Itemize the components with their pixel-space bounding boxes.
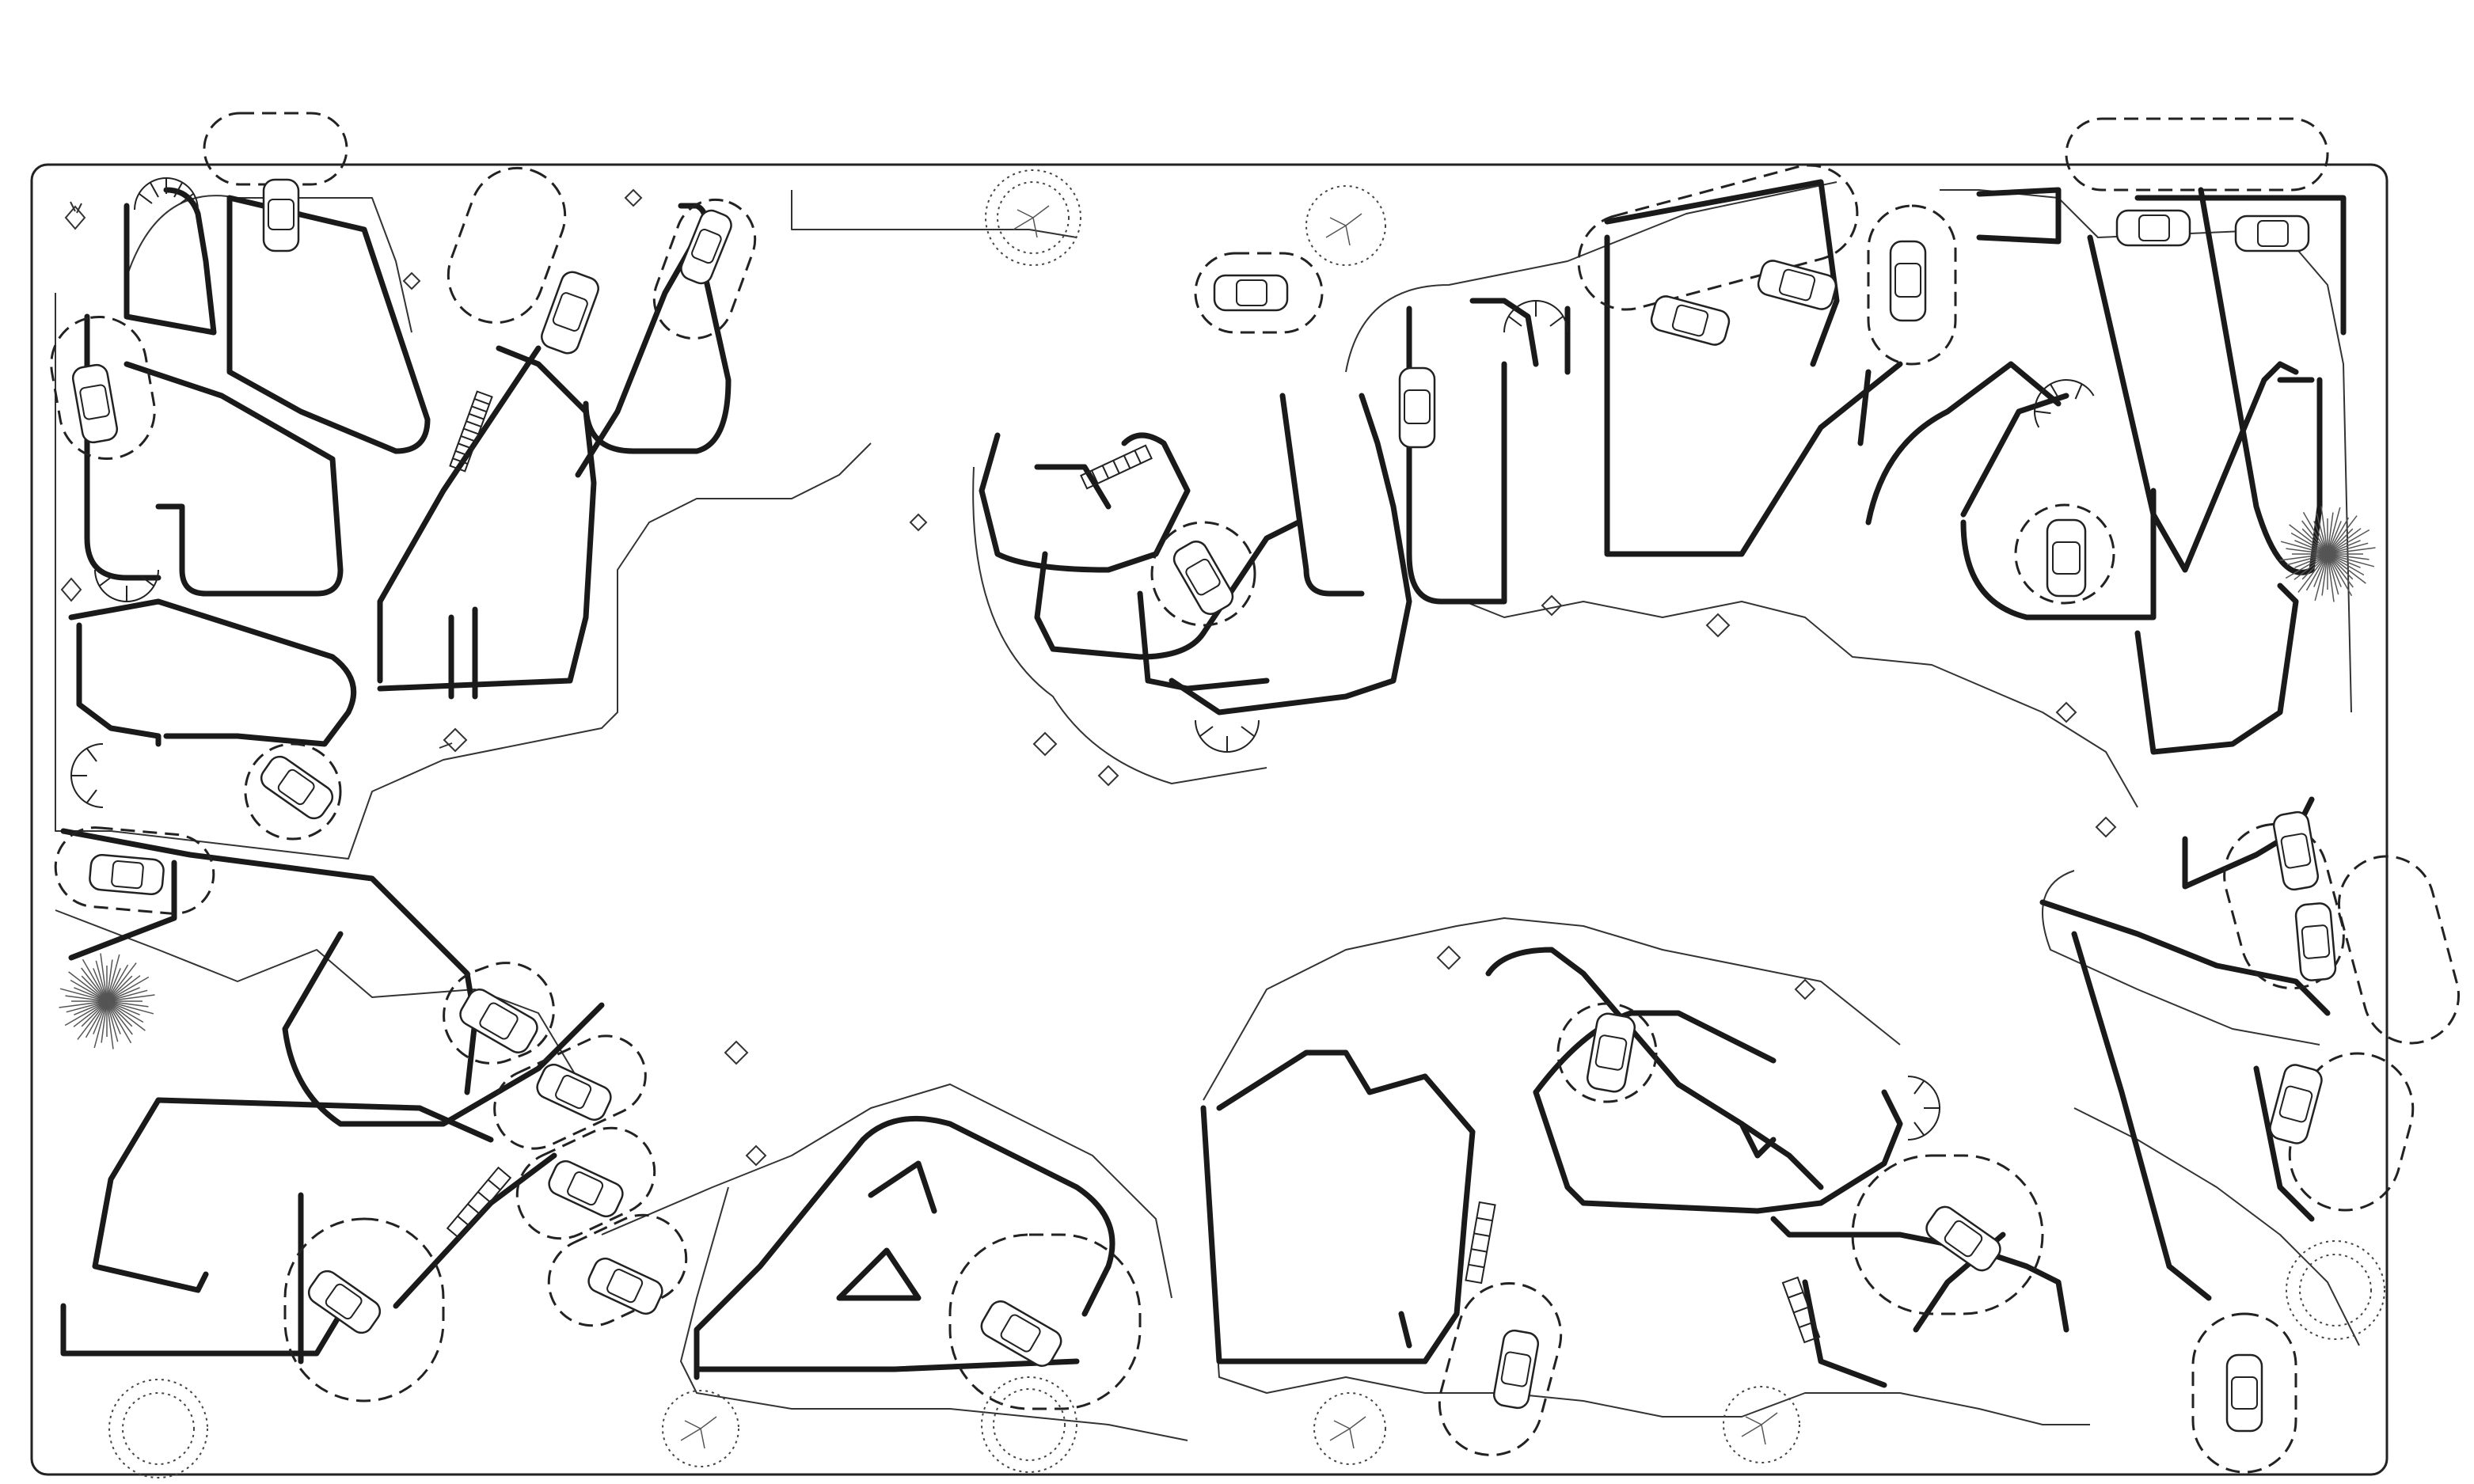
car-topview-icon bbox=[262, 178, 300, 252]
shrub-icon bbox=[2095, 816, 2117, 838]
car-topview-icon bbox=[2272, 810, 2320, 891]
car-topview-icon bbox=[71, 363, 119, 444]
shrub-icon bbox=[439, 727, 468, 753]
spiral-stair-icon bbox=[94, 569, 159, 602]
car-topview-icon bbox=[980, 1300, 1062, 1367]
shrub-icon bbox=[2055, 701, 2077, 723]
car-topview-icon bbox=[587, 1257, 663, 1315]
spiral-stair-icon bbox=[1195, 719, 1260, 753]
spiral-stair-icon bbox=[1503, 300, 1568, 333]
shrub-icon bbox=[402, 271, 421, 290]
car-topview-icon bbox=[541, 271, 599, 355]
palm-tree-icon bbox=[2279, 506, 2376, 602]
tree-canopy-icon bbox=[1313, 1392, 1386, 1465]
car-topview-icon bbox=[1492, 1329, 1540, 1410]
cars bbox=[71, 178, 2337, 1433]
straight-stair-icon bbox=[1781, 1276, 1821, 1344]
car-topview-icon bbox=[548, 1159, 624, 1218]
parking-pads bbox=[50, 112, 2461, 1474]
car-topview-icon bbox=[1172, 541, 1234, 615]
building-walls bbox=[60, 179, 2347, 1388]
shrub-icon bbox=[1541, 594, 1563, 617]
straight-stair-icon bbox=[446, 1166, 512, 1240]
straight-stair-icon bbox=[449, 390, 493, 473]
car-topview-icon bbox=[536, 1063, 612, 1122]
car-topview-icon bbox=[89, 853, 165, 896]
tree-canopy-icon bbox=[985, 169, 1081, 266]
car-topview-icon bbox=[1925, 1205, 2001, 1272]
shrub-icon bbox=[64, 201, 86, 230]
car-topview-icon bbox=[1757, 260, 1837, 310]
car-topview-icon bbox=[1586, 1012, 1636, 1093]
shrub-icon bbox=[1705, 613, 1731, 638]
car-topview-icon bbox=[459, 989, 538, 1053]
tree-canopy-icon bbox=[1723, 1386, 1800, 1463]
terrace-outlines bbox=[55, 181, 2360, 1441]
straight-stair-icon bbox=[1080, 444, 1153, 490]
car-topview-icon bbox=[2115, 209, 2191, 247]
tree-canopy-icon bbox=[108, 1379, 208, 1478]
car-topview-icon bbox=[260, 755, 334, 820]
car-topview-icon bbox=[2234, 214, 2310, 252]
tree-canopy-icon bbox=[2286, 1240, 2385, 1340]
shrub-icon bbox=[745, 1144, 767, 1167]
trees bbox=[108, 169, 2385, 1478]
spiral-stair-icon bbox=[70, 743, 104, 808]
palm-trees bbox=[59, 506, 2376, 1049]
car-topview-icon bbox=[1889, 240, 1927, 322]
car-topview-icon bbox=[2225, 1353, 2263, 1433]
car-topview-icon bbox=[2269, 1064, 2323, 1144]
shrub-icon bbox=[724, 1040, 749, 1065]
spiral-stair-icon bbox=[1907, 1076, 1940, 1141]
car-topview-icon bbox=[1213, 274, 1289, 312]
spiral-stair-icon bbox=[2034, 379, 2095, 428]
site-boundary bbox=[30, 163, 2388, 1476]
straight-stair-icon bbox=[1465, 1201, 1496, 1285]
shrub-icon bbox=[909, 513, 928, 532]
shrub-icon bbox=[624, 188, 643, 207]
shrub-icon bbox=[1436, 945, 1461, 970]
shrubs bbox=[60, 188, 2117, 1167]
shrub-icon bbox=[60, 577, 82, 602]
palm-tree-icon bbox=[59, 953, 155, 1049]
car-topview-icon bbox=[680, 209, 732, 285]
tree-canopy-icon bbox=[662, 1390, 739, 1467]
shrub-icon bbox=[1794, 978, 1816, 1000]
tree-canopy-icon bbox=[1305, 185, 1386, 266]
car-topview-icon bbox=[1650, 295, 1731, 346]
shrub-icon bbox=[1032, 731, 1058, 757]
tree-canopy-icon bbox=[981, 1376, 1077, 1473]
car-topview-icon bbox=[307, 1270, 382, 1334]
car-topview-icon bbox=[2046, 518, 2087, 598]
spiral-stair-icon bbox=[134, 177, 199, 211]
stairs bbox=[70, 177, 2095, 1344]
car-topview-icon bbox=[1398, 366, 1436, 449]
car-topview-icon bbox=[2294, 902, 2337, 981]
shrub-icon bbox=[1097, 765, 1119, 787]
